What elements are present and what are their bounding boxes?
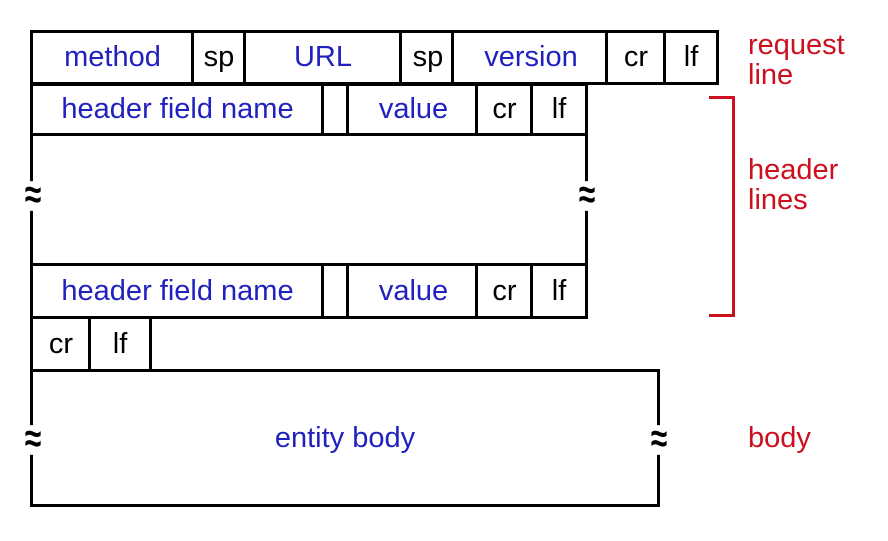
cr-cell-1: cr bbox=[605, 30, 667, 85]
header-lines-bracket bbox=[709, 96, 735, 317]
header-field-name-cell-top: header field name bbox=[30, 83, 325, 136]
break-squiggle-body-left: ≈ bbox=[24, 417, 42, 462]
sp-cell-2: sp bbox=[399, 30, 457, 85]
request-line-label: request line bbox=[748, 29, 845, 91]
lf-cell-3: lf bbox=[530, 263, 588, 319]
lf-cell-1: lf bbox=[663, 30, 719, 85]
lf-cell-4: lf bbox=[88, 316, 152, 372]
method-cell: method bbox=[30, 30, 195, 85]
cr-cell-2: cr bbox=[475, 83, 534, 136]
lf-cell-2: lf bbox=[530, 83, 588, 136]
header-lines-label: header lines bbox=[748, 154, 839, 216]
header-lines-continuation-box bbox=[30, 133, 588, 266]
cr-cell-3: cr bbox=[475, 263, 534, 319]
break-squiggle-body-right: ≈ bbox=[650, 417, 668, 462]
body-label: body bbox=[748, 422, 811, 454]
cr-cell-4: cr bbox=[30, 316, 92, 372]
break-squiggle-header-left: ≈ bbox=[24, 173, 42, 218]
sp-cell-1: sp bbox=[191, 30, 247, 85]
version-cell: version bbox=[451, 30, 611, 85]
value-cell-bottom: value bbox=[346, 263, 481, 319]
separator-cell-top bbox=[321, 83, 350, 136]
break-squiggle-header-right: ≈ bbox=[578, 173, 596, 218]
value-cell-top: value bbox=[346, 83, 481, 136]
url-cell: URL bbox=[243, 30, 403, 85]
header-field-name-cell-bottom: header field name bbox=[30, 263, 325, 319]
entity-body-box: entity body bbox=[30, 369, 660, 507]
